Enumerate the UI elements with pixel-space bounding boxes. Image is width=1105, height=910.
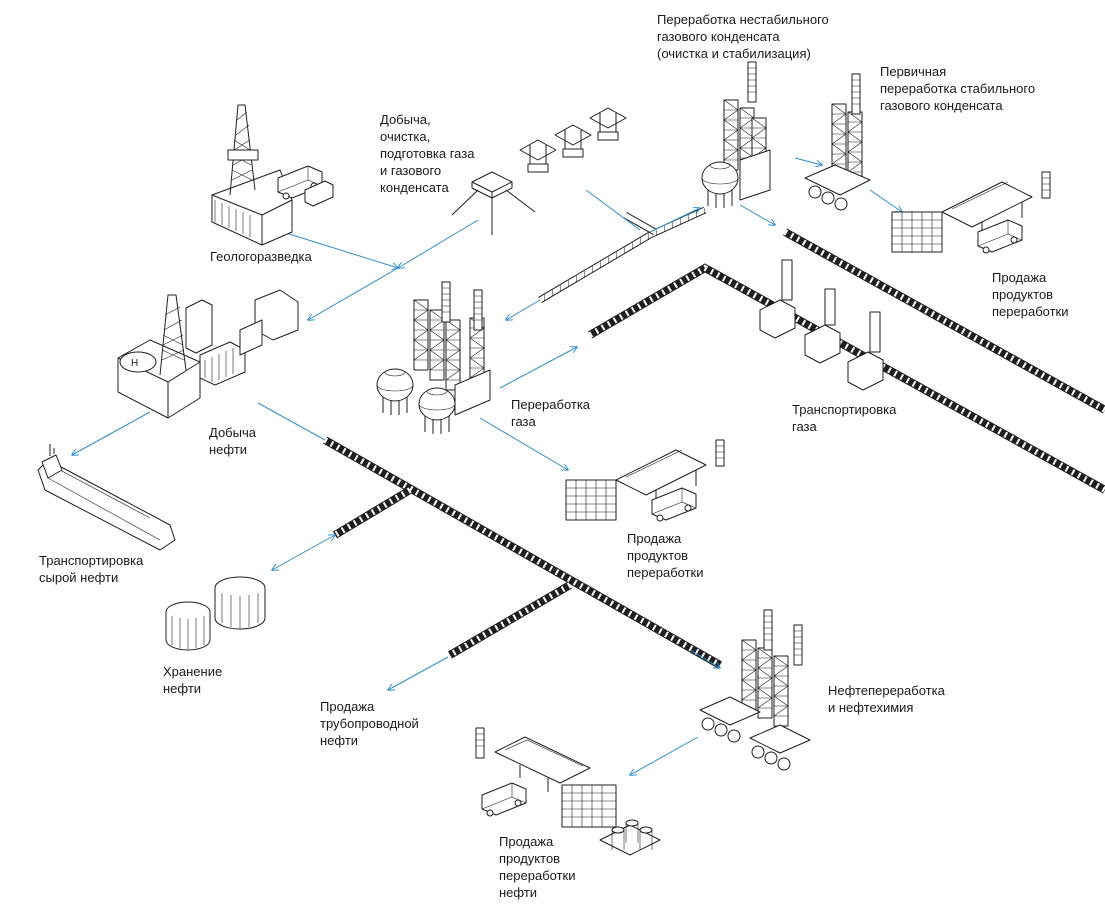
- label-prodazha-gaz: Продажа продуктов переработки: [627, 531, 704, 580]
- oil-platform-illustration: H: [117, 289, 299, 419]
- primary-processing-illustration: [804, 73, 871, 211]
- label-transportirovka-nefti: Транспортировка сырой нефти: [39, 553, 144, 585]
- flow-arrows: [72, 157, 902, 775]
- gas-production-illustration: [451, 107, 627, 235]
- label-pervichnaya-pererabotka: Первичная переработка стабильного газово…: [880, 64, 1036, 113]
- label-prodazha-truboprovodnoy: Продажа трубопроводной нефти: [320, 699, 419, 748]
- svg-text:H: H: [131, 358, 138, 369]
- geology-derrick-illustration: [211, 104, 334, 246]
- label-prodazha-gaz-kondensat: Продажа продуктов переработки: [992, 270, 1069, 319]
- sales-station-center: [565, 439, 725, 522]
- oil-tanker-illustration: [37, 444, 176, 551]
- label-pererabotka-gaza: Переработка газа: [511, 397, 591, 429]
- label-neftepererabotka: Нефтепереработка и нефтехимия: [828, 683, 945, 715]
- label-pererabotka-nestabilnogo: Переработка нестабильного газового конде…: [657, 12, 829, 61]
- gas-compressors-illustration: [759, 259, 884, 391]
- label-prodazha-nefti: Продажа продуктов переработки нефти: [499, 834, 576, 900]
- label-hranenie-nefti: Хранение нефти: [163, 664, 223, 696]
- label-dobycha-gaza: Добыча, очистка, подготовка газа и газов…: [380, 112, 475, 195]
- oil-sales-station-illustration: [475, 727, 661, 856]
- label-geologorazvedka: Геологоразведка: [210, 249, 312, 264]
- refinery-illustration: [699, 609, 811, 771]
- label-transportirovka-gaza: Транспортировка газа: [792, 402, 897, 434]
- oil-storage-tanks-illustration: [165, 576, 266, 651]
- gas-processing-illustration: [376, 281, 491, 435]
- label-dobycha-nefti: Добыча нефти: [209, 425, 256, 457]
- sales-station-top-right: [891, 171, 1051, 254]
- condensate-processing-illustration: [701, 61, 771, 209]
